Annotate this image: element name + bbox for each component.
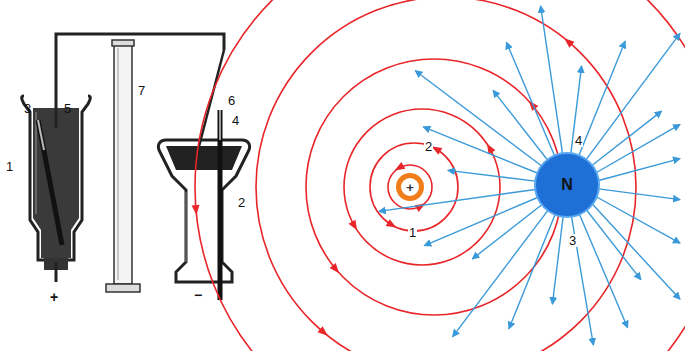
radial-arrow (552, 217, 563, 304)
radial-arrow (599, 159, 680, 181)
part-number: 6 (228, 94, 235, 107)
radial-arrow (593, 204, 680, 299)
radial-arrow (541, 6, 563, 153)
field-arrowhead (386, 219, 399, 231)
north-pole: N (533, 151, 601, 219)
radial-arrow (597, 124, 681, 172)
part-number: 1 (6, 160, 13, 173)
radial-arrow (592, 111, 661, 165)
terminal-sign: − (194, 288, 202, 302)
radial-arrow (453, 211, 548, 337)
field-arrowhead (192, 205, 201, 216)
radial-arrow (587, 210, 641, 279)
field-arrowhead (317, 326, 330, 339)
radial-arrows (379, 6, 680, 345)
part-number: 5 (64, 102, 71, 115)
radial-arrow (506, 42, 554, 155)
positive-ring: + (395, 172, 425, 202)
apparatus (22, 34, 250, 300)
field-lines (195, 0, 685, 351)
radial-arrow (415, 71, 541, 166)
radial-arrow (597, 197, 680, 243)
field-number: 2 (424, 140, 433, 153)
node-text: N (561, 177, 573, 193)
radial-arrow (599, 189, 680, 200)
field-arrowhead (526, 98, 539, 111)
terminal-sign: + (50, 290, 58, 304)
field-number: 4 (574, 134, 583, 147)
radial-arrow (448, 170, 535, 181)
part-number: 3 (24, 102, 31, 115)
field-arrowhead (349, 220, 361, 233)
part-number: 4 (232, 114, 239, 127)
part-number: 2 (238, 196, 245, 209)
field-number: 1 (408, 226, 417, 239)
part-number: 7 (138, 84, 145, 97)
field-arrowhead (562, 35, 575, 48)
radial-arrow (580, 215, 628, 328)
field-arrowhead (330, 263, 343, 276)
radial-arrow (586, 33, 680, 159)
radial-arrow (472, 205, 541, 259)
field-number: 3 (568, 234, 577, 247)
radial-arrow (493, 90, 547, 159)
field-arrows (192, 35, 685, 339)
field-arrowhead (393, 162, 406, 174)
node-text: + (406, 181, 414, 194)
radial-arrow (424, 198, 537, 246)
